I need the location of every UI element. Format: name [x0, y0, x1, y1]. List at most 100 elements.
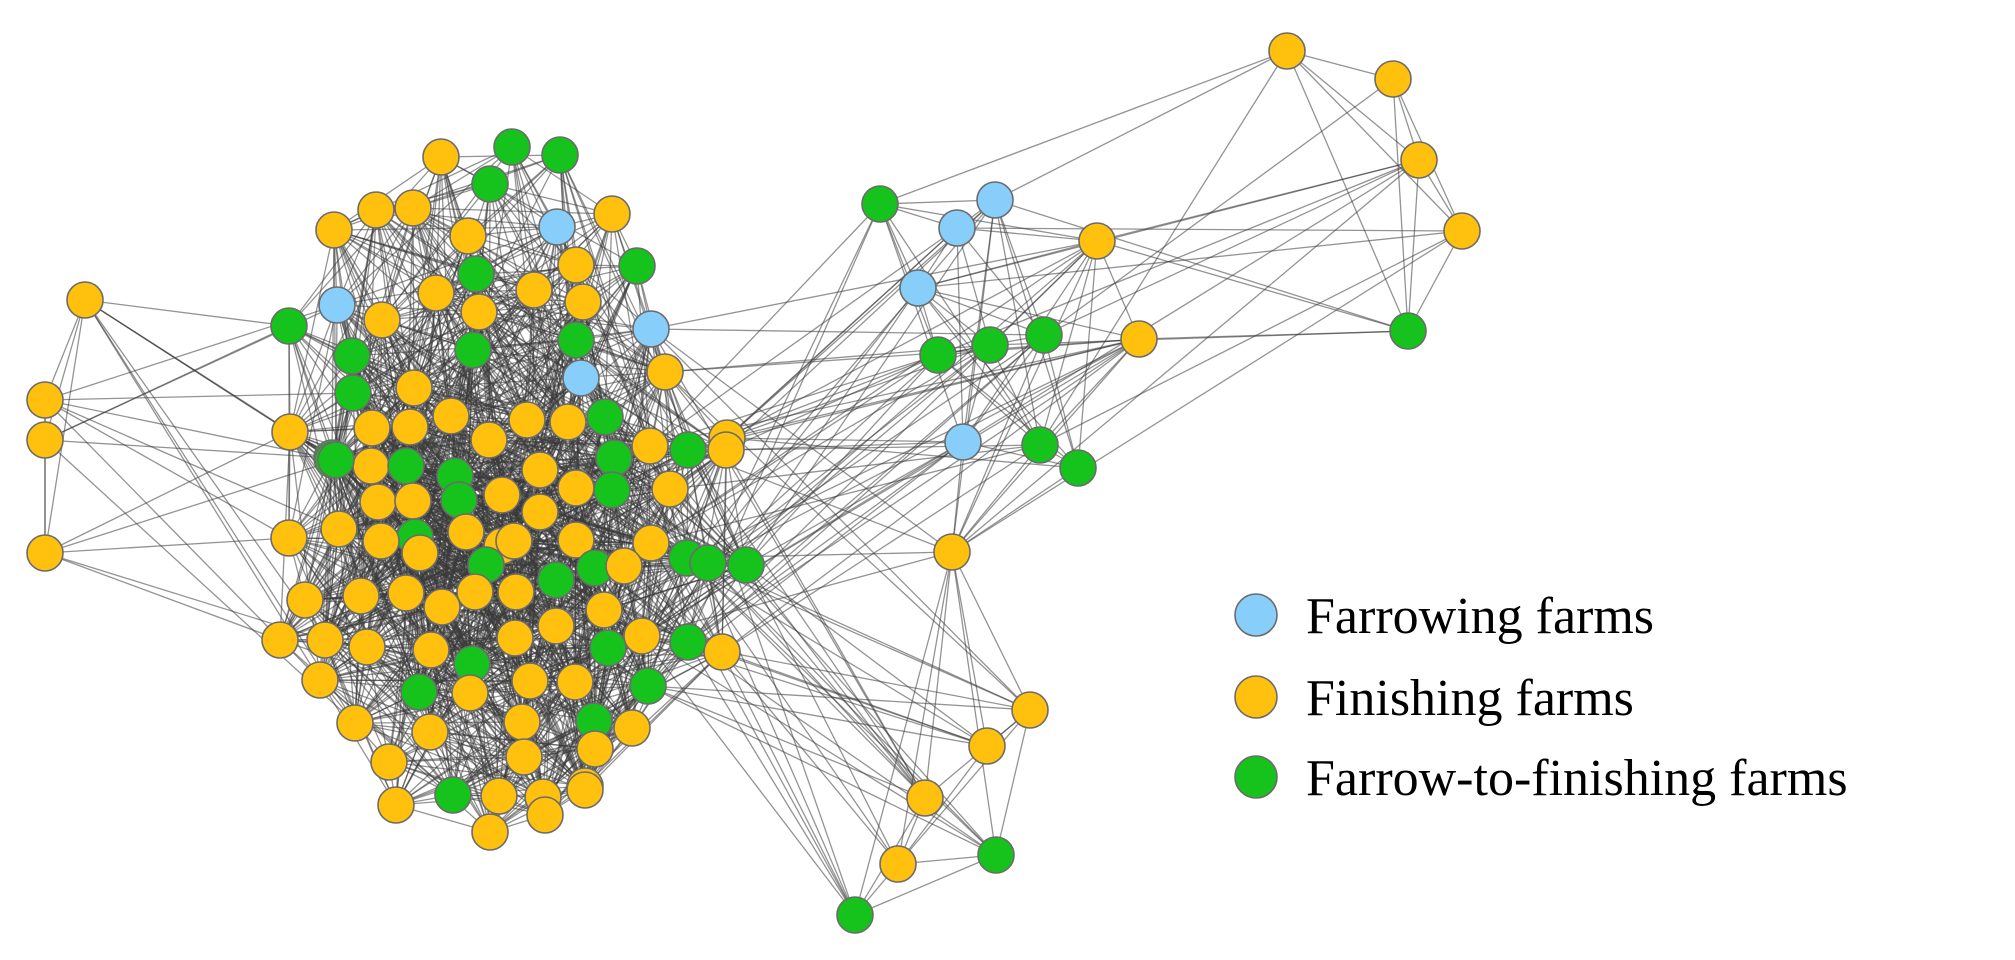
network-edge [725, 449, 926, 799]
network-edge [707, 354, 939, 564]
farm-node-farrowing [938, 209, 976, 247]
network-edge [44, 399, 340, 530]
network-edge [917, 287, 1140, 340]
legend-item-finishing: Finishing farms [1234, 670, 1634, 727]
network-edge [84, 299, 290, 327]
legend-swatch-farrow-to-finishing [1234, 755, 1278, 799]
network-edge [937, 159, 1420, 356]
farm-node-farrow-to-finishing [589, 629, 627, 667]
network-edge [745, 564, 926, 799]
network-edge [354, 606, 443, 724]
farm-node-farrowing [976, 181, 1014, 219]
network-edge [649, 227, 958, 447]
network-edge [641, 344, 991, 637]
network-edge [475, 265, 638, 275]
network-edge [84, 299, 356, 724]
network-edge [897, 551, 953, 865]
farm-node-farrowing [944, 423, 982, 461]
network-edge [450, 328, 652, 417]
farm-node-finishing [342, 577, 380, 615]
network-nodes [26, 32, 1481, 934]
network-edge [44, 537, 290, 554]
farm-node-finishing [623, 617, 661, 655]
network-edge [435, 226, 558, 294]
farm-node-farrow-to-finishing [861, 185, 899, 223]
farm-node-farrow-to-finishing [493, 128, 531, 166]
farm-node-finishing [557, 246, 595, 284]
network-edge [580, 377, 689, 451]
network-edge [336, 226, 558, 306]
farm-node-finishing [306, 621, 344, 659]
network-edge [879, 50, 1288, 205]
network-edge [333, 156, 442, 231]
farm-node-finishing [646, 353, 684, 391]
farm-node-finishing [26, 534, 64, 572]
network-edge [1039, 230, 1463, 446]
farm-node-farrow-to-finishing [317, 441, 355, 479]
network-edge [489, 720, 595, 833]
network-edge [994, 199, 1409, 332]
farm-node-farrow-to-finishing [434, 776, 472, 814]
farm-node-finishing [359, 483, 397, 521]
farm-node-finishing [315, 211, 353, 249]
farm-node-finishing [566, 771, 604, 809]
farm-node-finishing [336, 704, 374, 742]
network-edge [526, 419, 651, 447]
farm-node-finishing [447, 513, 485, 551]
farm-node-finishing [508, 401, 546, 439]
network-edge [488, 439, 615, 459]
network-edge [687, 641, 856, 916]
farm-node-farrow-to-finishing [541, 136, 579, 174]
farm-node-farrow-to-finishing [334, 374, 372, 412]
network-edge [650, 354, 939, 544]
network-edge [726, 240, 1098, 439]
network-edge [288, 325, 337, 461]
network-edge [84, 299, 321, 681]
farm-node-finishing [353, 409, 391, 447]
network-edge [707, 562, 997, 856]
network-edge [429, 731, 544, 798]
network-edge [962, 159, 1420, 443]
farm-node-finishing [66, 281, 104, 319]
network-edge [381, 207, 414, 321]
network-edge [319, 679, 471, 694]
network-edge [584, 651, 723, 791]
network-edge [289, 229, 335, 433]
farm-node-finishing [593, 195, 631, 233]
farm-node-finishing [526, 796, 564, 834]
network-edge [951, 444, 1041, 553]
network-edge [854, 551, 953, 916]
network-edge [687, 449, 926, 799]
farm-node-finishing [363, 301, 401, 339]
farm-node-farrow-to-finishing [669, 431, 707, 469]
farm-node-finishing [933, 533, 971, 571]
network-edge [1043, 159, 1420, 336]
network-edge [351, 289, 535, 357]
network-edge [897, 709, 1031, 865]
network-edge [515, 591, 643, 637]
farm-node-farrow-to-finishing [1025, 316, 1063, 354]
farm-node-farrow-to-finishing [270, 307, 308, 345]
network-edge [335, 304, 338, 461]
network-edge [366, 646, 531, 682]
farm-node-finishing [605, 547, 643, 585]
farm-node-finishing [352, 447, 390, 485]
network-edge [429, 731, 596, 750]
farm-node-finishing [585, 591, 623, 629]
farm-node-finishing [26, 421, 64, 459]
farm-node-farrow-to-finishing [971, 326, 1009, 364]
farm-node-finishing [503, 703, 541, 741]
network-edge [289, 304, 338, 433]
farm-node-finishing [422, 138, 460, 176]
network-edge [44, 392, 354, 401]
network-edge [450, 339, 577, 417]
network-edge [418, 691, 500, 797]
farm-node-finishing [497, 573, 535, 611]
network-edge [556, 226, 576, 683]
network-edge [388, 681, 576, 763]
network-edge [854, 854, 997, 916]
farm-node-finishing [362, 522, 400, 560]
network-edge [995, 709, 1031, 856]
farm-node-finishing [26, 381, 64, 419]
farm-node-farrow-to-finishing [387, 447, 425, 485]
